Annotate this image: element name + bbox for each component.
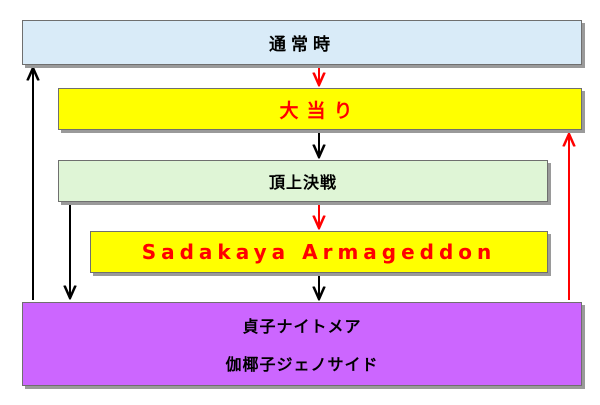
state-final: 貞子ナイトメア 伽椰子ジェノサイド	[22, 302, 582, 386]
state-normal: 通常時	[22, 20, 582, 65]
state-normal-label: 通常時	[269, 35, 335, 55]
state-big-hit-label: 大当り	[279, 99, 361, 122]
state-final-line1: 貞子ナイトメア	[242, 317, 362, 336]
state-final-line2: 伽椰子ジェノサイド	[225, 355, 379, 374]
state-sadakaya-armageddon: Sadakaya Armageddon	[90, 231, 548, 273]
state-big-hit: 大当り	[58, 88, 582, 130]
state-summit-battle: 頂上決戦	[58, 160, 548, 202]
state-sadakaya-label: Sadakaya Armageddon	[141, 240, 497, 264]
state-summit-battle-label: 頂上決戦	[268, 173, 337, 192]
